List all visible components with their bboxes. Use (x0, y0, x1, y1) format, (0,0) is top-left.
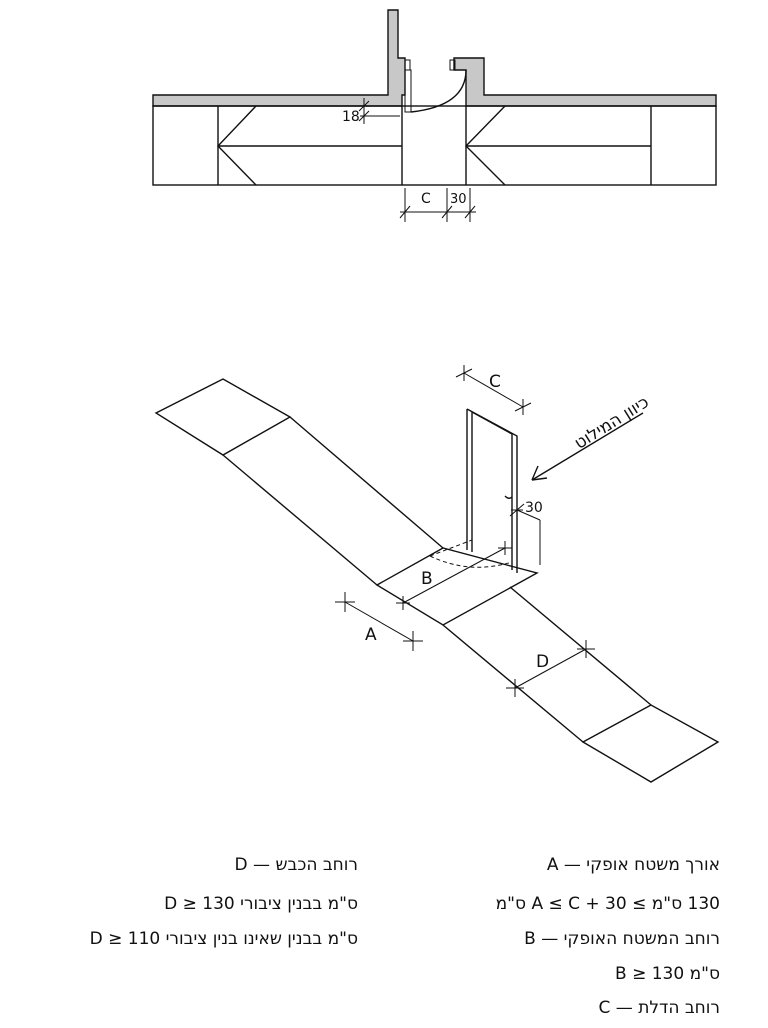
plan-slope-arrow-left (217, 105, 402, 186)
escape-direction-arrowhead (531, 465, 548, 481)
plan-view: 18 C 30 (152, 9, 717, 222)
plan-ramp-outline (152, 105, 717, 186)
iso-dim-d-label: D (536, 652, 549, 672)
dim-ticks (506, 640, 595, 697)
escape-direction-line (531, 412, 644, 481)
plan-wall (152, 9, 406, 107)
iso-door-swing (429, 555, 513, 568)
iso-central-landing (375, 547, 539, 626)
dim-ticks (509, 503, 525, 517)
iso-door-swing-line (429, 539, 473, 557)
plan-jamb-right (449, 59, 456, 71)
dim-line (402, 547, 506, 604)
iso-door-handle (504, 495, 513, 499)
dim-c-label: C (421, 191, 431, 207)
iso-dim-b-label: B (421, 569, 433, 589)
iso-door (466, 408, 518, 573)
legend-item: B — רוחב המשטח האופקי (524, 929, 720, 949)
dim-30-label: 30 (450, 192, 467, 207)
dim-ticks (455, 365, 532, 415)
plan-jamb-left (404, 59, 411, 71)
plan-door-swing (410, 69, 467, 113)
dim-line (514, 648, 587, 689)
dim-ticks (335, 592, 423, 651)
legend-item: C — רוחב הדלת (598, 998, 720, 1018)
dim-18-label: 18 (342, 109, 360, 125)
legend-item: B ≥ 130 ס"מ (615, 964, 720, 984)
iso-top-landing (154, 378, 292, 456)
plan-wall-right (453, 57, 717, 107)
plan-door-leaf (404, 69, 412, 113)
dim-line (344, 601, 414, 642)
iso-dim-a-label: A (365, 625, 377, 645)
legend-item: 130 ס"מ ≥ A ≤ C + 30 ס"מ (495, 894, 720, 914)
legend-item: D ≥ 130 ס"מ בבנין ציבורי (164, 894, 358, 914)
iso-bottom-landing (581, 704, 720, 783)
escape-direction-label: כיוון המילוט (571, 392, 653, 453)
iso-ramp-upper (222, 416, 444, 586)
plan-slope-arrow-right (465, 105, 651, 186)
dim-ticks (399, 205, 476, 219)
iso-dim-30-label: 30 (525, 500, 543, 516)
legend-item: D — רוחב הכבש (234, 855, 358, 875)
dim-line (463, 372, 524, 408)
legend-item: D ≥ 110 ס"מ בבנין שאינו בנין ציבורי (89, 929, 358, 949)
dim-ticks (396, 541, 512, 610)
iso-dim-c-label: C (489, 372, 501, 392)
iso-ramp-lower (442, 586, 652, 743)
dim-line (516, 509, 541, 521)
legend-item: A — אורך משטח אופקי (546, 855, 720, 875)
iso-view: C 30 B A D כיוון המילוט (154, 365, 720, 783)
dim-ticks (358, 100, 370, 122)
